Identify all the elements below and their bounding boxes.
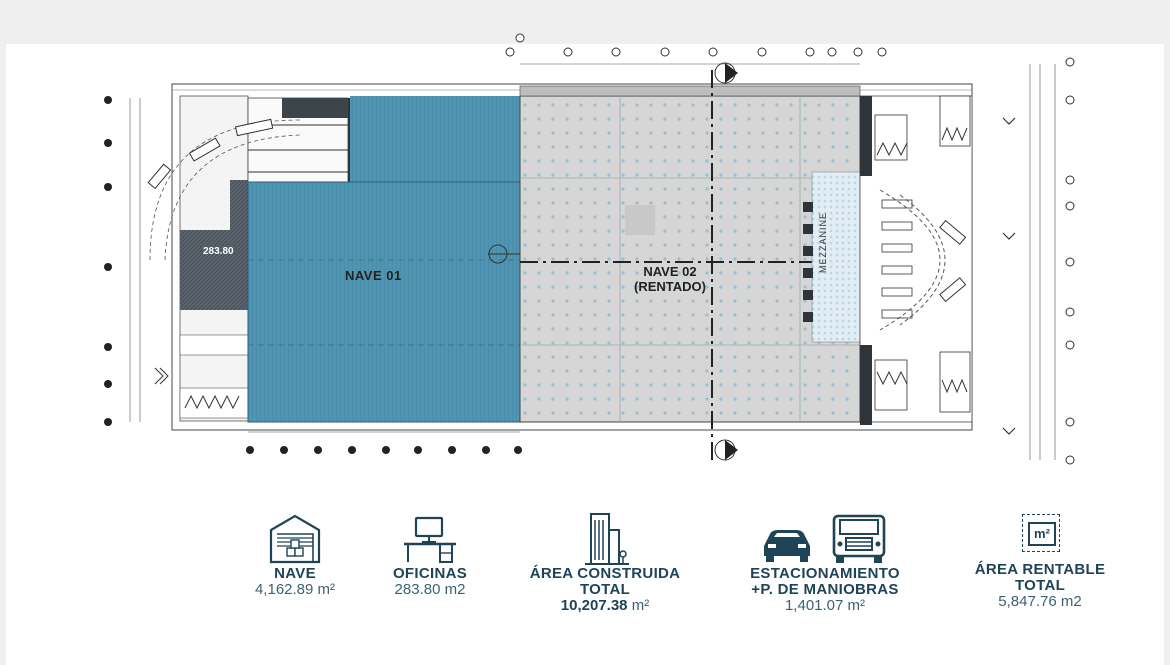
stat-estacionamiento-value: 1,401.07 m² xyxy=(784,597,866,614)
stat-area-construida: ÁREA CONSTRUIDA TOTAL 10,207.38 m² xyxy=(510,510,700,614)
stat-estacionamiento: ESTACIONAMIENTO +P. DE MANIOBRAS 1,401.0… xyxy=(725,510,925,614)
office-desk-icon xyxy=(404,516,456,563)
stat-estacionamiento-title-2: +P. DE MANIOBRAS xyxy=(751,581,899,598)
nave-02-name: NAVE 02 xyxy=(643,264,697,279)
stats-row: NAVE 4,162.89 m² OFICINAS 283.80 m2 ÁREA… xyxy=(0,510,1170,640)
stat-oficinas-value: 283.80 m2 xyxy=(394,581,466,598)
stat-area-rentable-title: ÁREA RENTABLE xyxy=(974,561,1106,578)
stat-area-rentable-value: 5,847.76 m2 xyxy=(998,593,1082,610)
warehouse-icon xyxy=(269,514,321,564)
floor-plan xyxy=(104,33,1075,465)
stat-area-rentable-title-2: TOTAL xyxy=(1014,577,1066,594)
mezzanine-label: MEZZANINE xyxy=(818,212,828,274)
office-area-shape xyxy=(180,180,248,310)
nave-02-status: (RENTADO) xyxy=(634,279,706,294)
stat-area-construida-title: ÁREA CONSTRUIDA xyxy=(529,565,681,582)
stat-nave-title: NAVE xyxy=(274,565,316,582)
stat-oficinas: OFICINAS 283.80 m2 xyxy=(375,510,485,598)
nave-02-area xyxy=(519,95,861,423)
nave-01-area xyxy=(248,182,520,422)
nave-02-label: NAVE 02 (RENTADO) xyxy=(600,264,740,294)
office-area-label: 283.80 xyxy=(203,246,234,257)
nave-01-label: NAVE 01 xyxy=(345,268,402,283)
mezzanine-area xyxy=(811,171,861,343)
stat-area-construida-number: 10,207.38 xyxy=(560,597,628,614)
m2-area-icon: m² xyxy=(1018,510,1062,554)
stat-area-construida-value: 10,207.38 m² xyxy=(510,598,700,614)
stat-oficinas-title: OFICINAS xyxy=(392,565,468,582)
stat-nave: NAVE 4,162.89 m² xyxy=(230,510,360,598)
stat-area-rentable: m² ÁREA RENTABLE TOTAL 5,847.76 m2 xyxy=(955,510,1125,610)
stat-area-construida-unit: m² xyxy=(627,597,650,614)
stat-nave-value: 4,162.89 m² xyxy=(254,581,336,598)
car-truck-icon xyxy=(764,514,886,563)
building-icon xyxy=(585,513,629,565)
stat-area-construida-title-2: TOTAL xyxy=(579,581,631,598)
m2-area-icon-label: m² xyxy=(1028,522,1056,546)
stat-estacionamiento-title: ESTACIONAMIENTO xyxy=(750,565,900,582)
